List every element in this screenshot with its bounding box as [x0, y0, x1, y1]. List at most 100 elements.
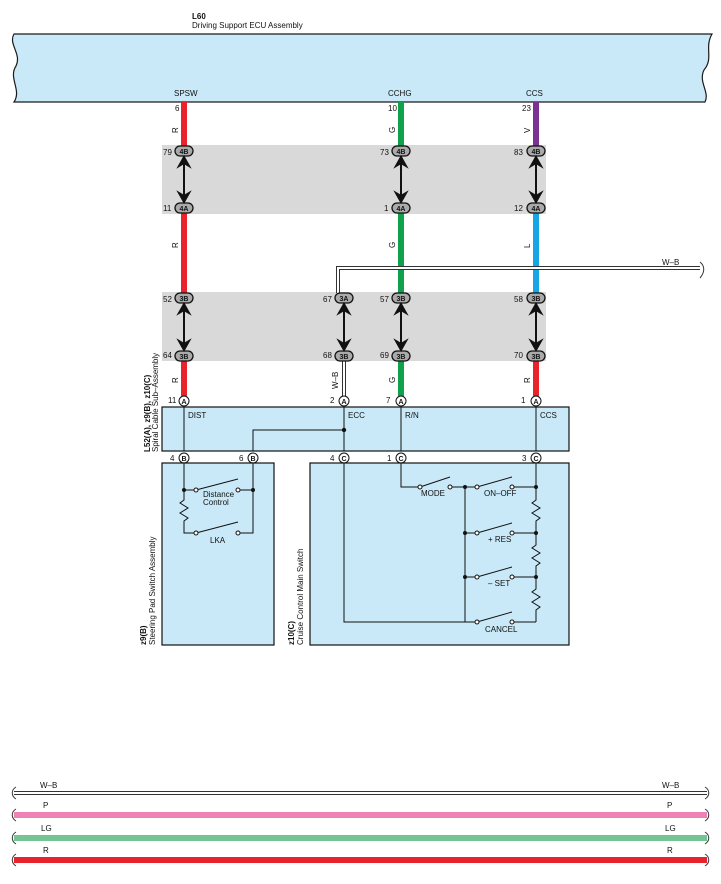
ecu-box	[12, 33, 714, 103]
svg-text:3A: 3A	[340, 296, 349, 303]
switch-distance-label: Distance	[203, 490, 235, 499]
spiral-top-pins: A A A A	[178, 395, 542, 407]
c3b-top-pin: 57	[380, 295, 389, 304]
legend-r: R R	[14, 846, 707, 863]
mating-arrows	[176, 154, 544, 353]
arrow-icon	[176, 301, 192, 353]
terminal-rn: R/N	[405, 411, 419, 420]
arrow-icon	[393, 301, 409, 353]
svg-text:P: P	[43, 801, 48, 810]
column-spsw: SPSW 6 R 79 11 R 52 64 R 11	[163, 89, 198, 405]
arrow-icon	[393, 154, 409, 205]
pin-marker: A	[178, 395, 190, 407]
spiral-pin: 11	[168, 396, 177, 405]
cruise-title-2: Cruise Control Main Switch	[296, 549, 305, 645]
connector-cap-3b: 3B	[334, 350, 354, 362]
pin-marker: B	[247, 452, 259, 464]
svg-text:W–B: W–B	[662, 781, 679, 790]
terminal-ccs: CCS	[540, 411, 557, 420]
signal-label: SPSW	[174, 89, 198, 98]
switch-mode-label: MODE	[421, 489, 445, 498]
ecu-id: L60	[192, 12, 206, 21]
svg-text:A: A	[533, 399, 538, 406]
svg-text:A: A	[181, 399, 186, 406]
wire-code-top: V	[523, 127, 532, 133]
spiral-cable-block: L52(A), z9(B), z10(C) Spiral Cable Sub–A…	[143, 353, 570, 452]
connector-cap-3b: 3B	[526, 292, 546, 304]
svg-text:4B: 4B	[397, 149, 406, 156]
signal-label: CCS	[526, 89, 543, 98]
pin-marker: C	[530, 452, 542, 464]
connector-cap-3b: 3B	[526, 350, 546, 362]
wire-code-top: G	[388, 127, 397, 133]
connector-row-3-bottom: 3B 3B 3B 3B	[174, 350, 546, 362]
wb-top-pin: 67	[323, 295, 332, 304]
connector-cap-4b: 4B	[391, 145, 411, 157]
svg-text:3B: 3B	[532, 296, 541, 303]
wire-code-mid: R	[171, 242, 180, 248]
svg-text:6: 6	[239, 454, 244, 463]
column-cchg: CCHG 10 G 73 1 G 57 69 G 7	[380, 89, 412, 405]
svg-text:3B: 3B	[180, 296, 189, 303]
connector-cap-4a: 4A	[526, 202, 546, 214]
arrow-icon	[176, 154, 192, 205]
svg-text:4: 4	[170, 454, 175, 463]
c3b-bot-pin: 70	[514, 351, 523, 360]
connector-cap-3a: 3A	[334, 292, 354, 304]
svg-text:LG: LG	[665, 824, 676, 833]
legend-p: P P	[14, 801, 707, 818]
steering-pad-switch: z9(B) Steering Pad Switch Assembly Dista…	[139, 462, 275, 646]
pin-marker: A	[395, 395, 407, 407]
wb-spiral-pin: 2	[330, 396, 335, 405]
ecu-pin: 6	[175, 104, 180, 113]
pin-marker: C	[395, 452, 407, 464]
spiral-title-2: Spiral Cable Sub–Assembly	[151, 353, 160, 452]
svg-text:3B: 3B	[397, 354, 406, 361]
connector-cap-4a: 4A	[391, 202, 411, 214]
svg-text:C: C	[398, 456, 403, 463]
legend-break-marks	[11, 786, 710, 867]
wire-code-mid: L	[523, 243, 532, 248]
c4b-pin: 73	[380, 148, 389, 157]
spiral-title-1: L52(A), z9(B), z10(C)	[143, 374, 152, 452]
c4a-pin: 11	[163, 204, 172, 213]
spiral-pin: 7	[386, 396, 391, 405]
steering-title-2: Steering Pad Switch Assembly	[148, 537, 157, 646]
svg-text:C: C	[341, 456, 346, 463]
signal-label: CCHG	[388, 89, 412, 98]
c4a-pin: 1	[384, 204, 389, 213]
c4a-pin: 12	[514, 204, 523, 213]
svg-text:3B: 3B	[397, 296, 406, 303]
connector-cap-4b: 4B	[526, 145, 546, 157]
wire-code-top: R	[171, 127, 180, 133]
svg-text:4A: 4A	[532, 206, 541, 213]
c4b-pin: 83	[514, 148, 523, 157]
cruise-control-switch: z10(C) Cruise Control Main Switch	[287, 462, 570, 646]
switch-set-label: – SET	[488, 579, 510, 588]
svg-text:4B: 4B	[532, 149, 541, 156]
wires: W–B	[181, 102, 705, 396]
wire-legend: W–B W–B P P LG LG R R	[11, 781, 710, 867]
svg-text:A: A	[398, 399, 403, 406]
connector-band-3	[162, 292, 546, 361]
pin-marker: A	[530, 395, 542, 407]
terminal-dist: DIST	[188, 411, 206, 420]
switch-lka-label: LKA	[210, 536, 226, 545]
svg-text:B: B	[181, 456, 186, 463]
arrow-icon	[336, 301, 352, 353]
arrow-icon	[528, 301, 544, 353]
switch-res-label: + RES	[488, 535, 511, 544]
column-ccs: CCS 23 V 83 12 L 58 70 R 1	[514, 89, 543, 405]
connector-cap-3b: 3B	[174, 350, 194, 362]
connector-cap-3b: 3B	[391, 292, 411, 304]
connector-row-3-top: 3B 3A 3B 3B	[174, 292, 546, 304]
switch-cancel-label: CANCEL	[485, 625, 518, 634]
switch-on-off-label: ON–OFF	[484, 489, 517, 498]
svg-text:B: B	[250, 456, 255, 463]
wb-branch-label: W–B	[662, 258, 679, 267]
svg-text:3B: 3B	[340, 354, 349, 361]
svg-text:4A: 4A	[180, 206, 189, 213]
switch-distance-label-2: Control	[203, 498, 229, 507]
c3b-top-pin: 58	[514, 295, 523, 304]
svg-text:1: 1	[387, 454, 392, 463]
